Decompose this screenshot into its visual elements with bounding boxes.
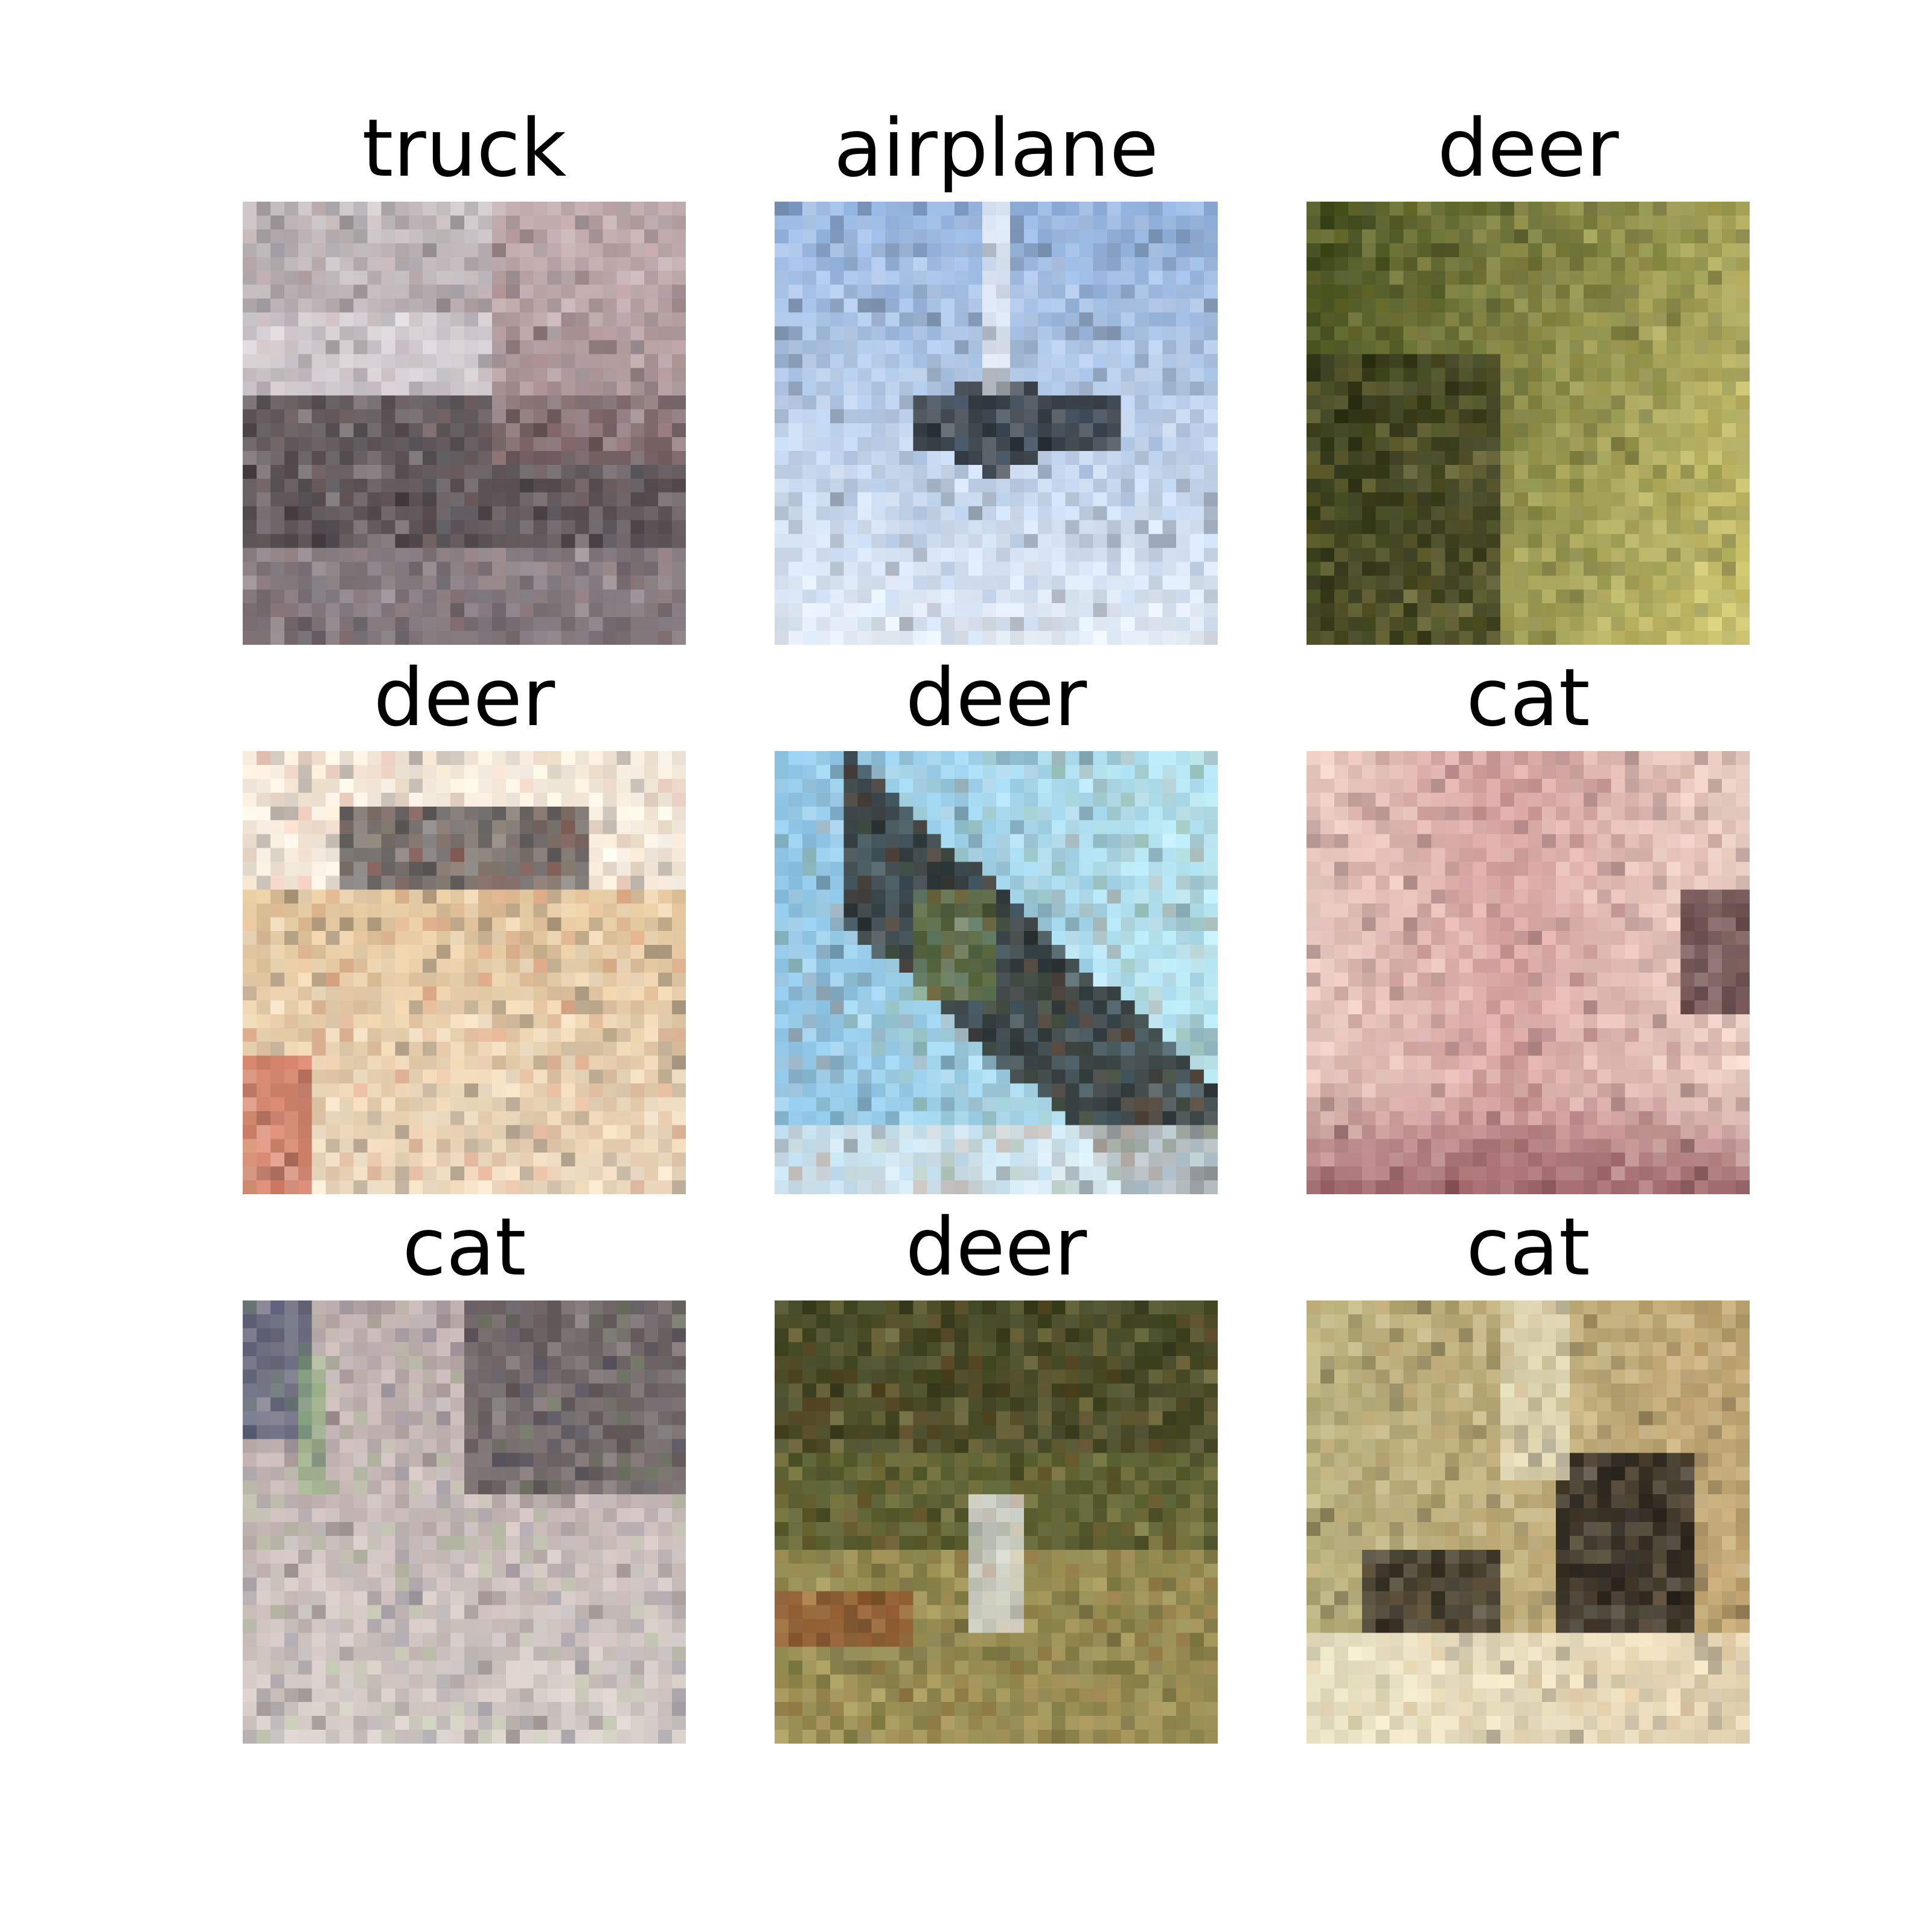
panel-label: deer [905,651,1087,744]
pixel-canvas [1307,202,1750,645]
panel-label: deer [905,1201,1087,1294]
panel-label: deer [373,651,555,744]
image-panel: deer [775,1194,1218,1744]
pixel-canvas [775,202,1218,645]
sample-image [1307,202,1750,645]
pixel-canvas [775,751,1218,1194]
panel-label: airplane [833,102,1159,195]
panel-label: truck [362,102,567,195]
sample-image [775,751,1218,1194]
panel-label: cat [1466,1201,1590,1294]
image-panel: cat [1307,645,1750,1194]
pixel-canvas [243,751,686,1194]
image-panel: truck [243,95,686,645]
panel-label: cat [1466,651,1590,744]
image-panel: airplane [775,95,1218,645]
image-panel: cat [1307,1194,1750,1744]
image-panel: cat [243,1194,686,1744]
pixel-canvas [775,1300,1218,1744]
image-panel: deer [1307,95,1750,645]
image-panel: deer [243,645,686,1194]
pixel-canvas [1307,751,1750,1194]
image-panel: deer [775,645,1218,1194]
sample-image [1307,751,1750,1194]
panel-label: cat [402,1201,526,1294]
pixel-canvas [243,1300,686,1744]
sample-image [1307,1300,1750,1744]
pixel-canvas [243,202,686,645]
sample-image [243,751,686,1194]
panel-label: deer [1437,102,1619,195]
sample-image [243,1300,686,1744]
sample-image [775,1300,1218,1744]
pixel-canvas [1307,1300,1750,1744]
sample-image [243,202,686,645]
sample-image [775,202,1218,645]
